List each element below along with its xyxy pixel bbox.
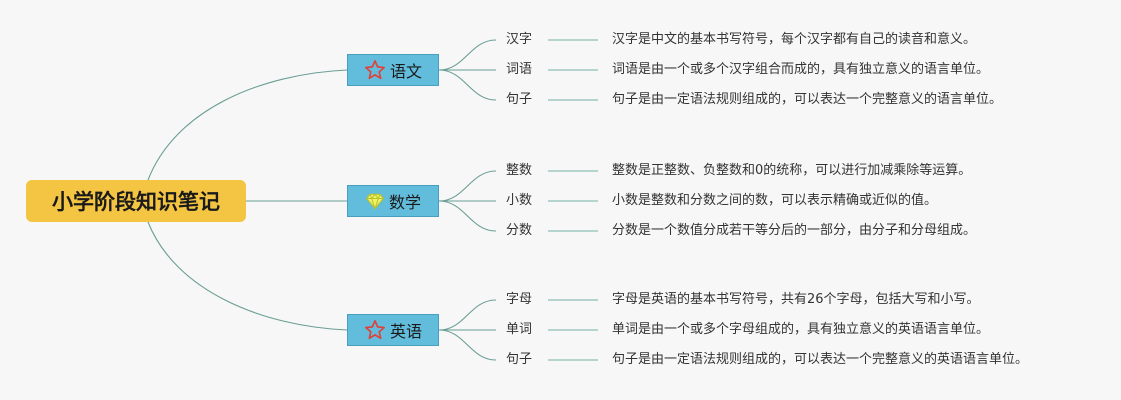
star-icon — [364, 319, 386, 341]
leaf-desc-zimu: 字母是英语的基本书写符号，共有26个字母，包括大写和小写。 — [612, 292, 980, 307]
leaf-desc-juzi-en: 句子是由一定语法规则组成的，可以表达一个完整意义的英语语言单位。 — [612, 352, 1029, 367]
diamond-icon — [365, 191, 385, 211]
branch-node-yingyu[interactable]: 英语 — [347, 314, 439, 346]
leaf-desc-juzi: 句子是由一定语法规则组成的，可以表达一个完整意义的语言单位。 — [612, 92, 1003, 107]
branch-label: 数学 — [388, 193, 421, 212]
connector-root-yuwen — [147, 69, 348, 181]
leaf-desc-hanzi: 汉字是中文的基本书写符号，每个汉字都有自己的读音和意义。 — [612, 32, 977, 47]
branch-node-yuwen[interactable]: 语文 — [347, 54, 439, 86]
leaf-desc-danci: 单词是由一个或多个字母组成的，具有独立意义的英语语言单位。 — [612, 322, 990, 337]
branch-node-shuxue[interactable]: 数学 — [347, 185, 439, 217]
connector-root-yingyu — [147, 221, 348, 331]
star-icon — [364, 59, 386, 81]
connector-shuxue-3 — [438, 200, 497, 232]
leaf-desc-zhengshu: 整数是正整数、负整数和0的统称，可以进行加减乘除等运算。 — [612, 163, 972, 178]
connector-shuxue-1 — [438, 170, 497, 202]
root-title: 小学阶段知识笔记 — [52, 190, 220, 214]
connector-yuwen-1 — [438, 39, 497, 71]
branch-label: 语文 — [389, 62, 422, 81]
leaf-label-juzi-en[interactable]: 句子 — [506, 352, 533, 367]
leaf-label-juzi[interactable]: 句子 — [506, 92, 533, 107]
leaf-label-zimu[interactable]: 字母 — [506, 292, 533, 307]
leaf-label-xiaoshu[interactable]: 小数 — [506, 193, 533, 208]
connector-yingyu-3 — [438, 329, 497, 361]
leaf-desc-fenshu: 分数是一个数值分成若干等分后的一部分，由分子和分母组成。 — [612, 223, 977, 238]
connector-yuwen-3 — [438, 69, 497, 101]
leaf-desc-xiaoshu: 小数是整数和分数之间的数，可以表示精确或近似的值。 — [612, 193, 938, 208]
leaf-label-ciyu[interactable]: 词语 — [506, 62, 533, 77]
leaf-label-zhengshu[interactable]: 整数 — [506, 163, 533, 178]
leaf-label-danci[interactable]: 单词 — [506, 322, 533, 337]
connector-yingyu-1 — [438, 299, 497, 331]
leaf-label-fenshu[interactable]: 分数 — [506, 223, 533, 238]
leaf-desc-ciyu: 词语是由一个或多个汉字组合而成的，具有独立意义的语言单位。 — [612, 62, 990, 77]
branch-label: 英语 — [389, 322, 422, 341]
leaf-label-hanzi[interactable]: 汉字 — [506, 32, 533, 47]
root-node[interactable]: 小学阶段知识笔记 — [26, 180, 246, 222]
